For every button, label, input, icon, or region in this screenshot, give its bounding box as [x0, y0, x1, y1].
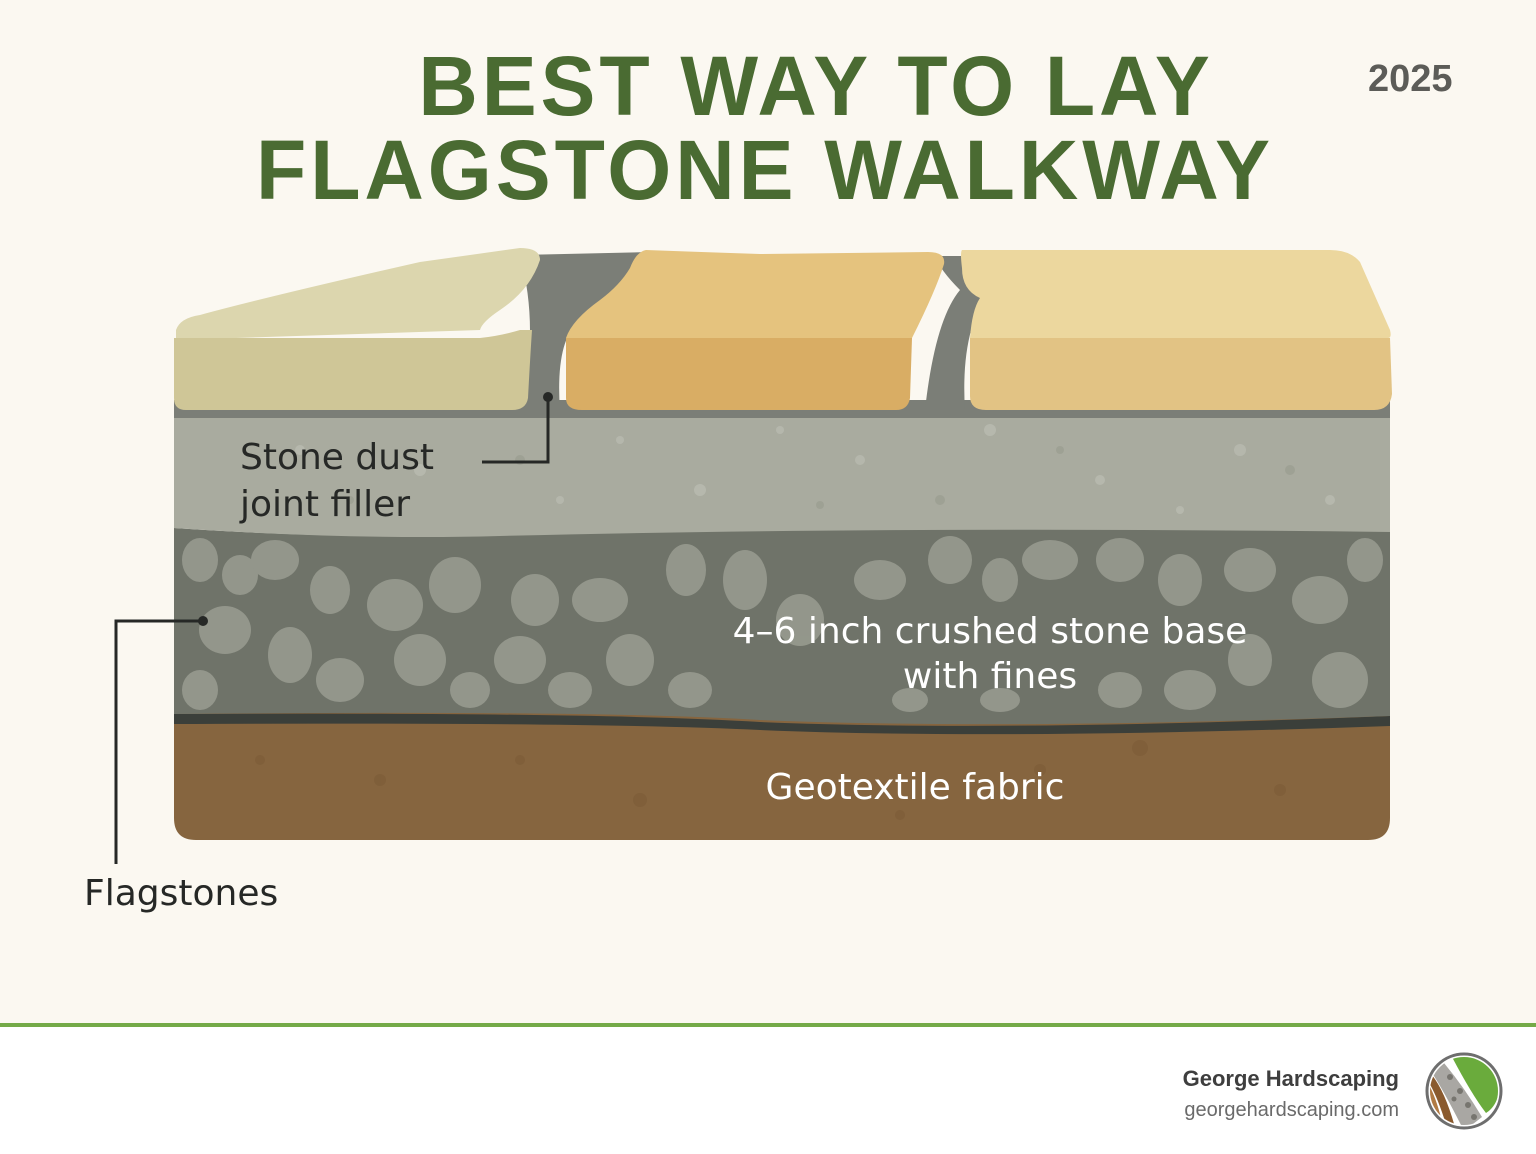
flagstones-callout-line — [114, 619, 203, 864]
flagstones-label: Flagstones — [84, 873, 279, 914]
stone-dust-label: Stone dust joint filler — [240, 436, 434, 526]
brand-name: George Hardscaping — [1182, 1066, 1399, 1091]
flagstone-middle — [566, 250, 945, 410]
fabric-layer — [174, 712, 1390, 840]
fabric-line — [174, 713, 1390, 735]
brand-url[interactable]: georgehardscaping.com — [1184, 1099, 1399, 1121]
base-layer — [174, 528, 1390, 725]
base-label: 4–6 inch crushed stone base with fines — [660, 610, 1320, 698]
footer — [0, 1023, 1536, 1154]
fabric-label: Geotextile fabric — [765, 767, 1065, 808]
flagstone-left — [174, 248, 540, 410]
joint-gap-2 — [925, 256, 990, 410]
title-line-2: FLAGSTONE WALKWAY — [256, 123, 1274, 217]
year-label: 2025 — [1368, 58, 1453, 100]
leaf-stone-soil-logo-icon — [1425, 1052, 1503, 1130]
stone-dust-label-line2: joint filler — [240, 484, 411, 526]
flagstone-right — [961, 250, 1392, 410]
base-label-line1: 4–6 inch crushed stone base — [732, 611, 1248, 652]
stone-dust-label-line1: Stone dust — [240, 437, 434, 478]
joint-filler-layer — [174, 404, 1390, 537]
title-line-1: BEST WAY TO LAY — [418, 39, 1214, 133]
base-label-line2: with fines — [902, 656, 1078, 698]
stone-dust-callout-line — [482, 397, 550, 464]
cross-section-diagram — [114, 248, 1392, 864]
